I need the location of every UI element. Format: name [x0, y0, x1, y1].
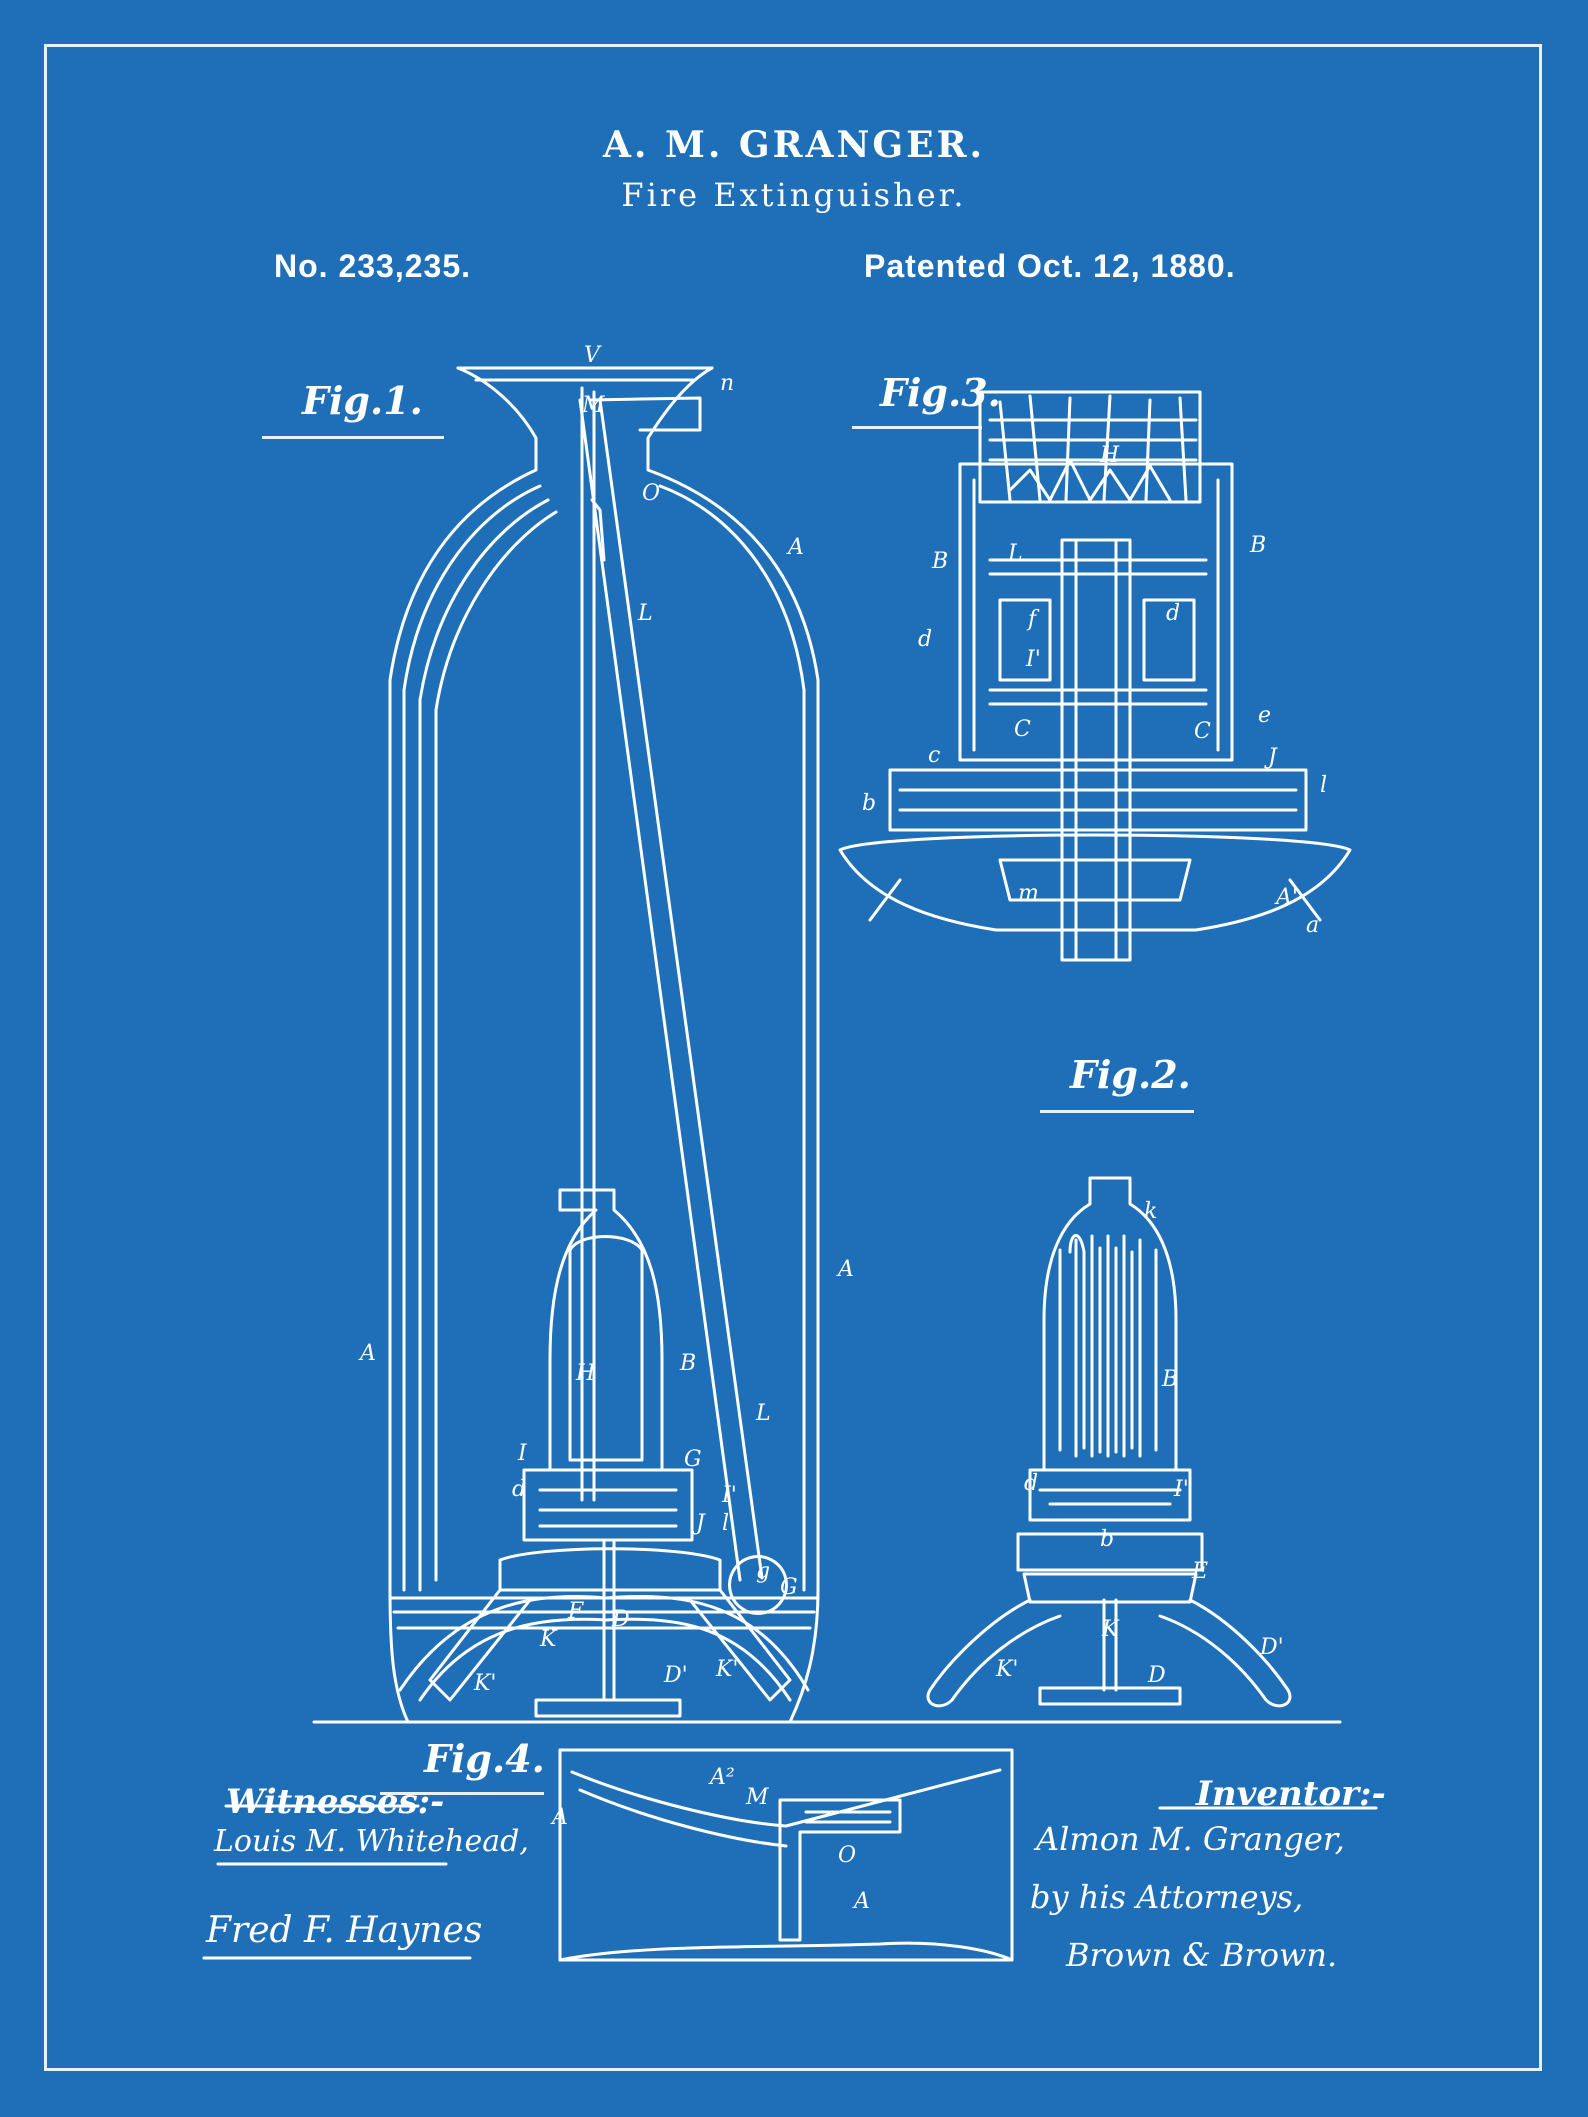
patent-date: Patented Oct. 12, 1880.: [864, 248, 1236, 284]
fig1-part-label: B: [679, 1351, 696, 1376]
fig2-part-label: K: [1101, 1617, 1120, 1642]
fig1-label: Fig.1.: [302, 378, 423, 423]
fig2-part-label: d: [1024, 1471, 1038, 1496]
fig4-part-label: A²: [708, 1765, 735, 1790]
fig3-underline: [852, 426, 982, 429]
fig2-underline: [1040, 1110, 1194, 1113]
witnesses-label: Witnesses:-: [226, 1782, 445, 1822]
inventor-label: Inventor:-: [1196, 1774, 1386, 1814]
fig1-part-label: H: [575, 1361, 596, 1386]
fig2-part-label: K': [995, 1657, 1018, 1682]
fig4-part-label: A: [550, 1805, 568, 1830]
fig4-part-label: M: [745, 1785, 769, 1810]
fig2-valve-drawing: [928, 1178, 1290, 1706]
fig1-part-label: I: [517, 1441, 528, 1466]
fig3-part-label: e: [1258, 703, 1271, 728]
fig1-underline: [262, 436, 444, 439]
fig3-part-label: B: [1249, 533, 1266, 558]
fig3-section-drawing: [840, 392, 1350, 960]
fig4-label: Fig.4.: [424, 1736, 545, 1781]
fig2-part-label: B: [1161, 1367, 1178, 1392]
fig2-part-label: k: [1144, 1199, 1157, 1224]
fig1-part-label: V: [584, 343, 602, 368]
fig1-part-label: F: [567, 1599, 584, 1624]
fig1-part-label: K: [539, 1627, 558, 1652]
fig2-part-label: D': [1259, 1635, 1284, 1660]
invention-title: Fire Extinguisher.: [621, 176, 967, 214]
witness-signature-1: Louis M. Whitehead,: [214, 1824, 529, 1859]
fig3-part-label: c: [928, 743, 940, 768]
fig4-underline: [380, 1792, 544, 1795]
fig4-section-drawing: [560, 1750, 1012, 1960]
patent-number: No. 233,235.: [274, 248, 471, 284]
inventor-signature: Almon M. Granger,: [1036, 1820, 1345, 1858]
fig1-part-label: J: [692, 1511, 706, 1536]
fig1-part-label: A: [836, 1257, 854, 1282]
fig3-part-label: H: [1099, 443, 1120, 468]
fig1-part-label: d: [512, 1477, 526, 1502]
fig2-part-label: b: [1100, 1527, 1114, 1552]
fig3-part-label: m: [1018, 881, 1039, 906]
fig1-part-label: O: [642, 481, 660, 506]
fig3-part-label: d: [918, 627, 932, 652]
fig3-part-label: B: [931, 549, 948, 574]
fig2-part-label: I': [1173, 1477, 1189, 1502]
fig1-part-label: M: [581, 393, 605, 418]
fig1-part-label: G: [780, 1575, 798, 1600]
label-underlines: [226, 1806, 1376, 1808]
fig1-part-label: K': [473, 1671, 496, 1696]
fig1-part-label: I': [721, 1483, 737, 1508]
fig1-part-label: D': [663, 1663, 688, 1688]
fig1-part-label: L: [755, 1401, 771, 1426]
fig4-part-label: O: [838, 1843, 856, 1868]
fig3-part-label: C: [1014, 717, 1031, 742]
attorneys-signature: Brown & Brown.: [1066, 1936, 1338, 1974]
border-frame: [44, 44, 1542, 2071]
fig1-part-label: G: [684, 1447, 702, 1472]
fig1-part-label: L: [637, 601, 653, 626]
inventor-heading: A. M. GRANGER.: [602, 124, 986, 166]
fig2-part-label: D: [1147, 1663, 1166, 1688]
fig1-part-label: D: [611, 1607, 630, 1632]
fig3-part-label: f: [1026, 607, 1040, 632]
fig2-label: Fig.2.: [1070, 1052, 1191, 1097]
fig3-part-label: C: [1194, 719, 1211, 744]
fig4-part-label: A: [852, 1889, 870, 1914]
fig3-part-label: I': [1025, 647, 1041, 672]
fig1-part-label: K': [715, 1657, 738, 1682]
witness-signature-2: Fred F. Haynes: [206, 1910, 483, 1951]
fig3-part-label: L: [1007, 541, 1023, 566]
fig3-part-label: A': [1274, 885, 1298, 910]
signature-underlines: [204, 1864, 470, 1958]
fig1-part-label: A: [786, 535, 804, 560]
fig1-part-label: n: [720, 371, 734, 396]
fig2-part-label: E: [1191, 1559, 1208, 1584]
fig1-part-label: l: [722, 1511, 729, 1536]
fig3-part-label: d: [1166, 601, 1180, 626]
fig3-part-label: l: [1320, 773, 1327, 798]
fig1-part-label: g: [756, 1559, 770, 1584]
attorneys-line: by his Attorneys,: [1030, 1878, 1304, 1916]
fig3-part-label: a: [1306, 913, 1319, 938]
fig1-part-label: A: [358, 1341, 376, 1366]
fig3-part-label: J: [1264, 745, 1278, 770]
fig3-part-label: b: [862, 791, 876, 816]
fig1-extinguisher-drawing: [390, 368, 818, 1722]
